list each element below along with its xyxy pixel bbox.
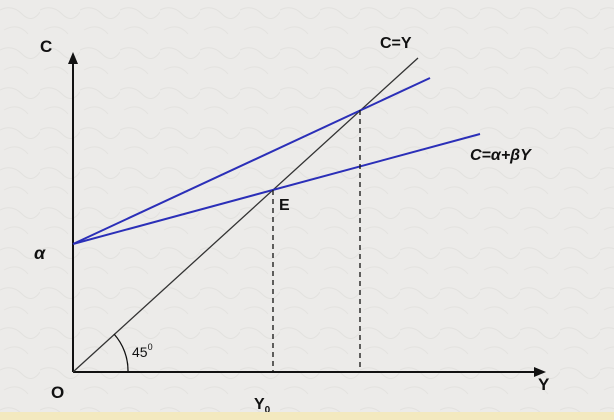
shifted-consumption-line	[72, 77, 431, 245]
angle-label: 450	[132, 342, 153, 360]
income-label: Y0	[254, 396, 271, 416]
y-axis-label: C	[40, 37, 52, 56]
angle-arc	[113, 333, 129, 373]
equilibrium-label: E	[279, 197, 290, 214]
consumption-line	[72, 133, 481, 245]
x-axis-label: Y	[538, 375, 550, 394]
origin-label: O	[51, 383, 64, 402]
bottom-bar	[0, 412, 614, 420]
consumption-line-label: C=α+βY	[470, 147, 532, 164]
intercept-label: α	[34, 243, 46, 263]
diagonal-label: C=Y	[380, 35, 412, 52]
y-axis-arrow	[68, 52, 78, 64]
x-axis-arrow	[534, 367, 546, 377]
